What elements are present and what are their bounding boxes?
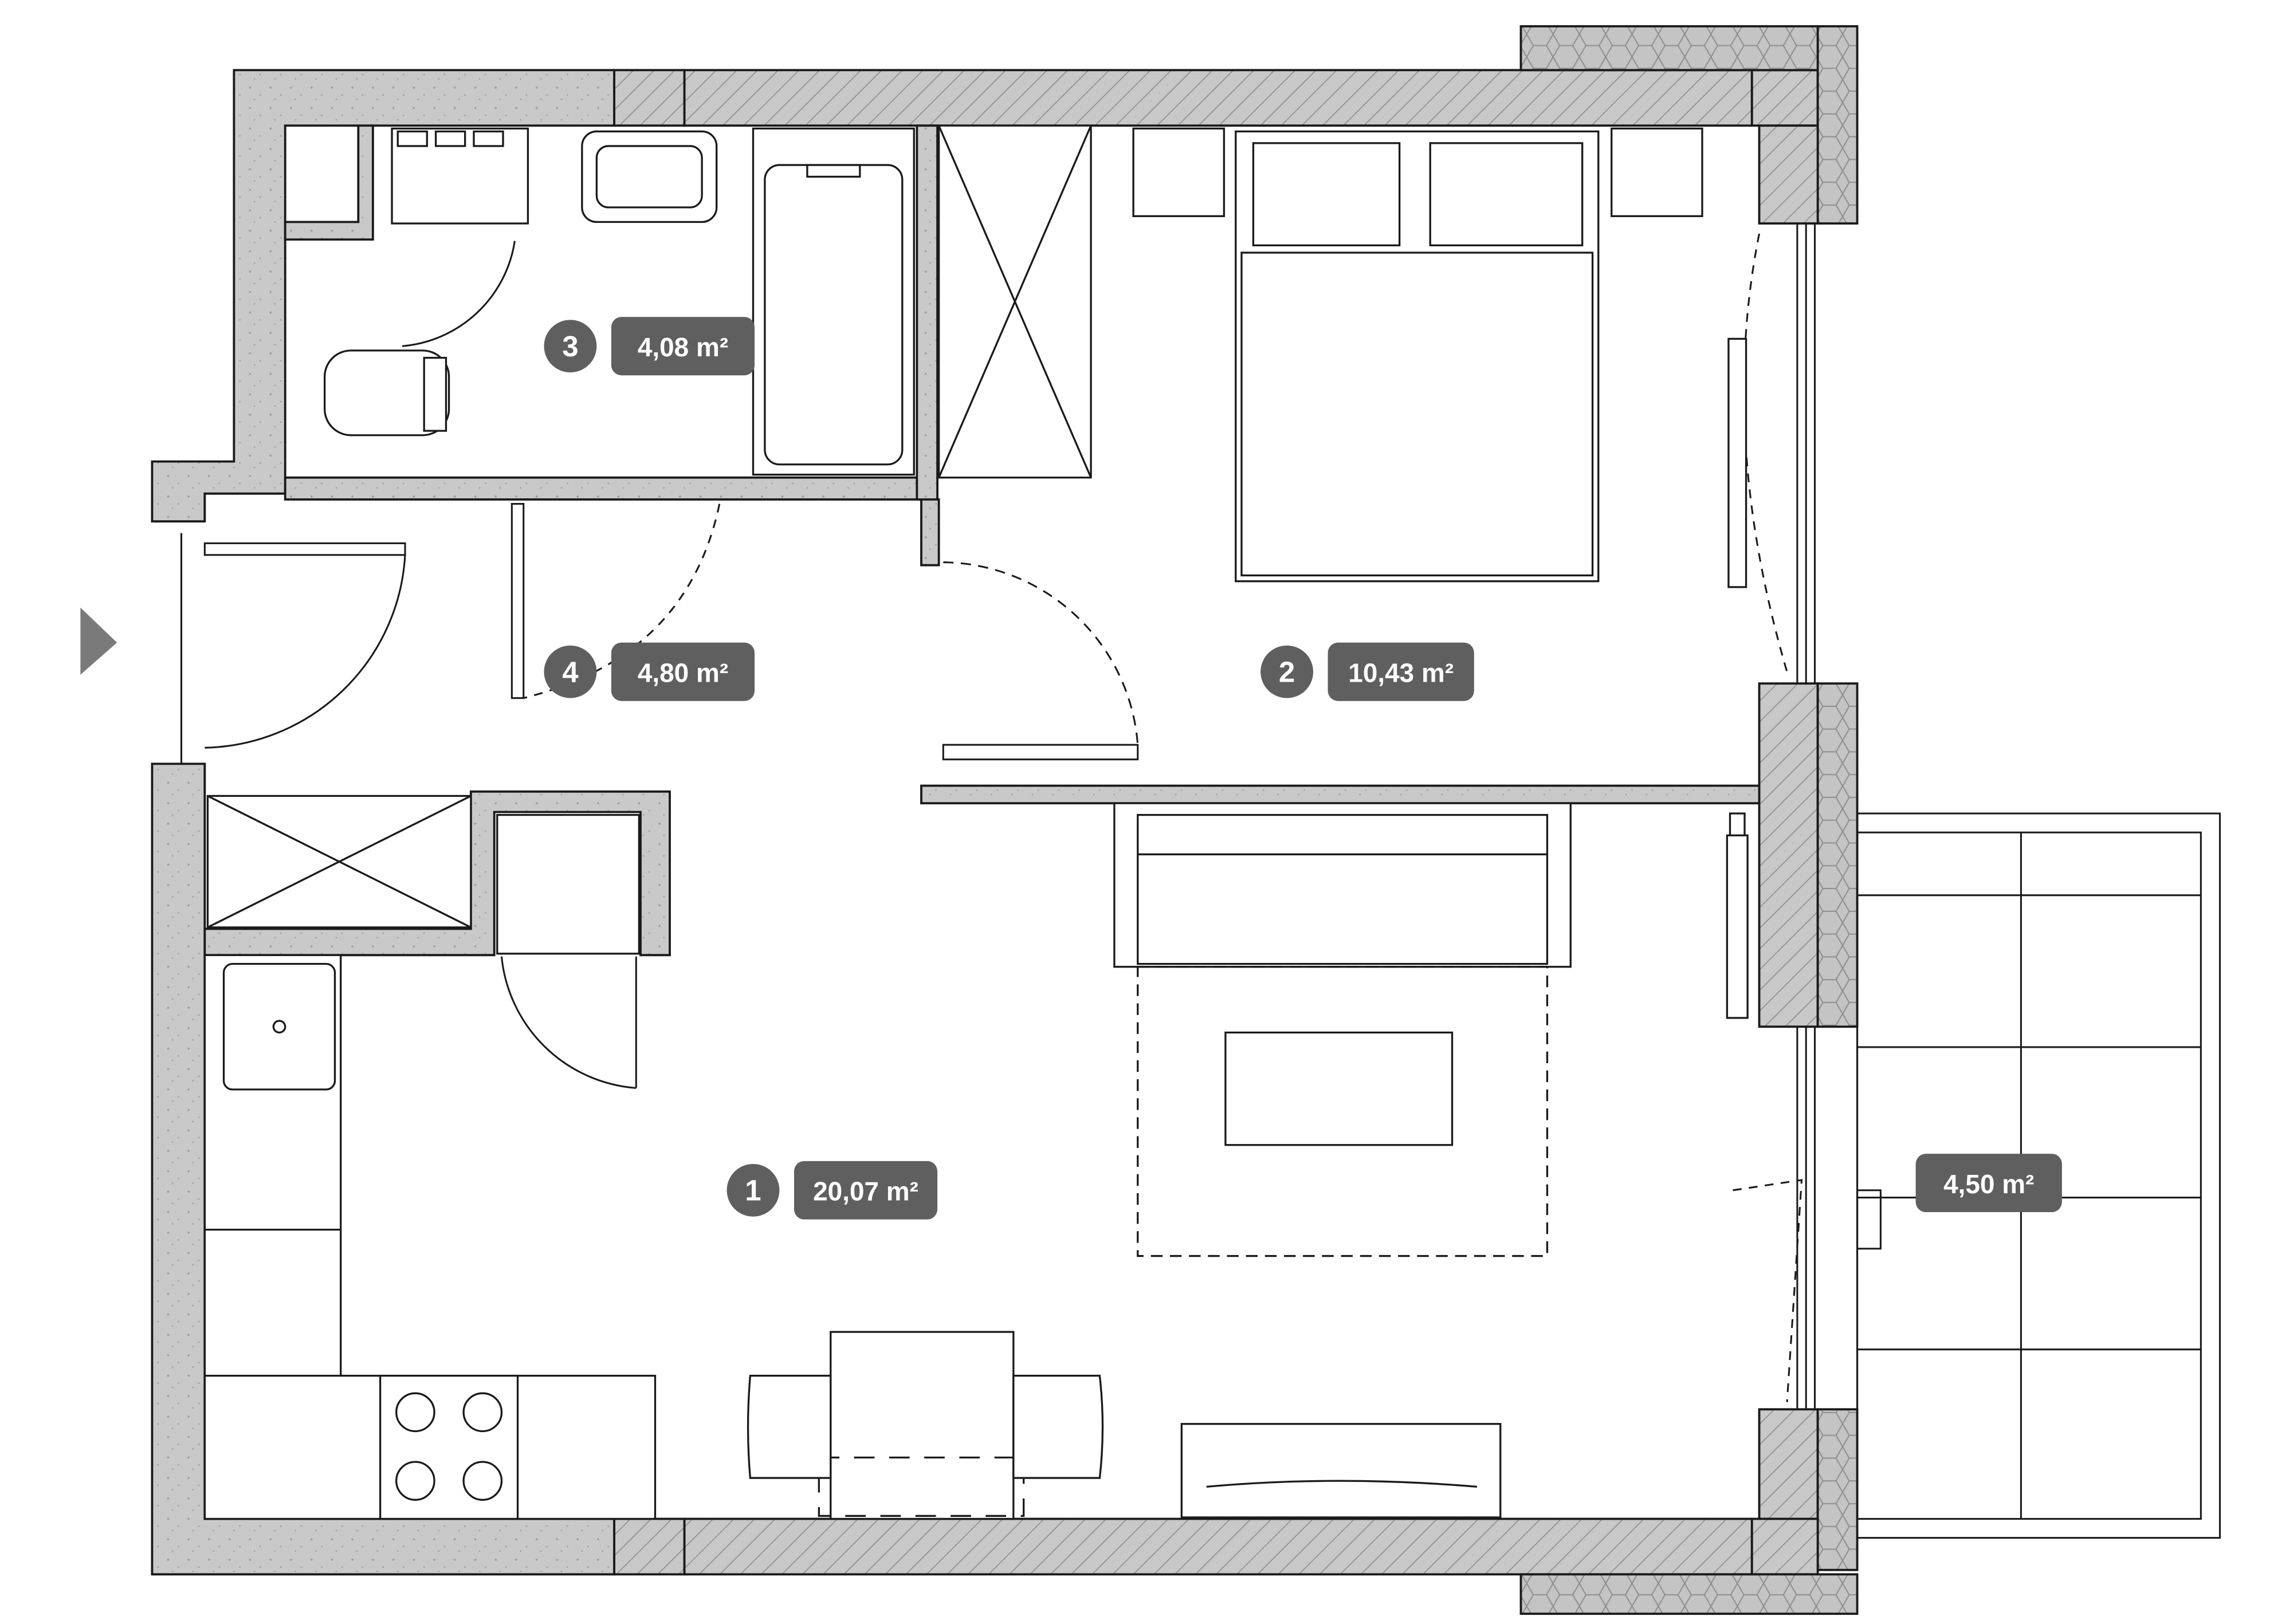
room-area: 4,08 m²	[638, 332, 728, 362]
wall-top-right-block	[1750, 69, 1819, 127]
wall-bath-hall	[284, 476, 922, 501]
room-area: 4,80 m²	[638, 658, 728, 688]
wall-bedroom-living	[920, 784, 1761, 805]
insulation-right-mid	[1816, 682, 1859, 1028]
wall-bottom-hatched	[683, 1517, 1753, 1576]
wall-right-upper-block	[1758, 124, 1819, 225]
room-number: 1	[745, 1174, 761, 1207]
entrance-door-swing	[205, 555, 406, 749]
room-number-badge	[544, 645, 597, 698]
room-area: 20,07 m²	[813, 1177, 918, 1206]
room-label-2: 2 10,43 m²	[1260, 642, 1474, 701]
balcony-area: 4,50 m²	[1943, 1169, 2034, 1199]
cooktop	[379, 1374, 519, 1520]
room-number-badge	[544, 320, 597, 373]
room-number-badge	[726, 1163, 780, 1217]
walls	[151, 25, 1859, 1615]
burner	[395, 1392, 435, 1433]
wall-bedroom-left	[920, 498, 940, 567]
desk-bedroom	[1727, 337, 1747, 588]
balcony-inner	[1856, 831, 2202, 1520]
room-number: 4	[562, 656, 579, 689]
insulation-right-lower	[1816, 1408, 1859, 1571]
room-label-4: 4 4,80 m²	[544, 642, 755, 701]
window-swing-living	[1733, 1179, 1803, 1402]
wall-right-mid-block	[1758, 682, 1819, 1028]
nightstand-right	[1611, 127, 1703, 217]
dining-bench	[818, 1456, 1025, 1517]
entrance-arrow-icon	[80, 607, 117, 675]
insulation-right-upper	[1816, 25, 1859, 225]
wall-top-hatched	[683, 69, 1753, 127]
room-area-badge	[794, 1161, 938, 1220]
balcony	[1856, 812, 2221, 1539]
bedroom-door-leaf	[942, 744, 1139, 761]
dining-table	[830, 1331, 1015, 1520]
room-label-3: 3 4,08 m²	[544, 317, 755, 376]
coffee-table	[1224, 1031, 1454, 1146]
chair-right	[1012, 1374, 1104, 1479]
toilet	[323, 349, 450, 437]
toilet-door-swing	[402, 241, 516, 347]
pillow-left	[1252, 142, 1401, 246]
bathroom-door-leaf	[510, 503, 525, 699]
nightstand-left	[1132, 127, 1226, 217]
wall-bath-wardrobe	[916, 124, 939, 501]
wall-right-lower-block	[1758, 1408, 1819, 1520]
entrance-door-leaf	[203, 542, 406, 556]
room-area-badge	[1328, 642, 1474, 701]
burner	[395, 1461, 435, 1501]
furniture	[203, 124, 1749, 1520]
wall-bottom-left-block	[613, 1517, 686, 1576]
insulation-bottom	[1519, 1573, 1859, 1615]
closet-door-swing	[500, 956, 637, 1089]
rug	[1137, 966, 1549, 1257]
room-number: 2	[1279, 656, 1295, 689]
room-area-badge	[611, 642, 755, 701]
insulation-top-right	[1519, 25, 1859, 72]
room-number-badge	[1260, 645, 1314, 698]
room-number: 3	[562, 330, 578, 363]
wall-shelf	[1726, 834, 1749, 1019]
burner	[462, 1392, 503, 1433]
wall-top-left-speckle	[151, 69, 615, 523]
wall-top-left-block	[613, 69, 686, 127]
room-area: 10,43 m²	[1348, 658, 1454, 688]
wall-closet	[284, 124, 374, 241]
balcony-area-badge	[1915, 1154, 2062, 1213]
bedroom-door-swing	[943, 561, 1139, 745]
pillow-right	[1429, 142, 1584, 246]
wall-bottom-right-block	[1750, 1517, 1819, 1576]
room-label-1: 1 20,07 m²	[726, 1161, 938, 1220]
window-swing-bedroom	[1743, 233, 1788, 673]
tv-stand	[1180, 1423, 1502, 1519]
chair-left	[747, 1374, 832, 1479]
burner	[462, 1461, 503, 1501]
fridge-cabinet	[496, 813, 641, 955]
balcony-label: 4,50 m²	[1915, 1154, 2062, 1213]
room-area-badge	[611, 317, 755, 376]
